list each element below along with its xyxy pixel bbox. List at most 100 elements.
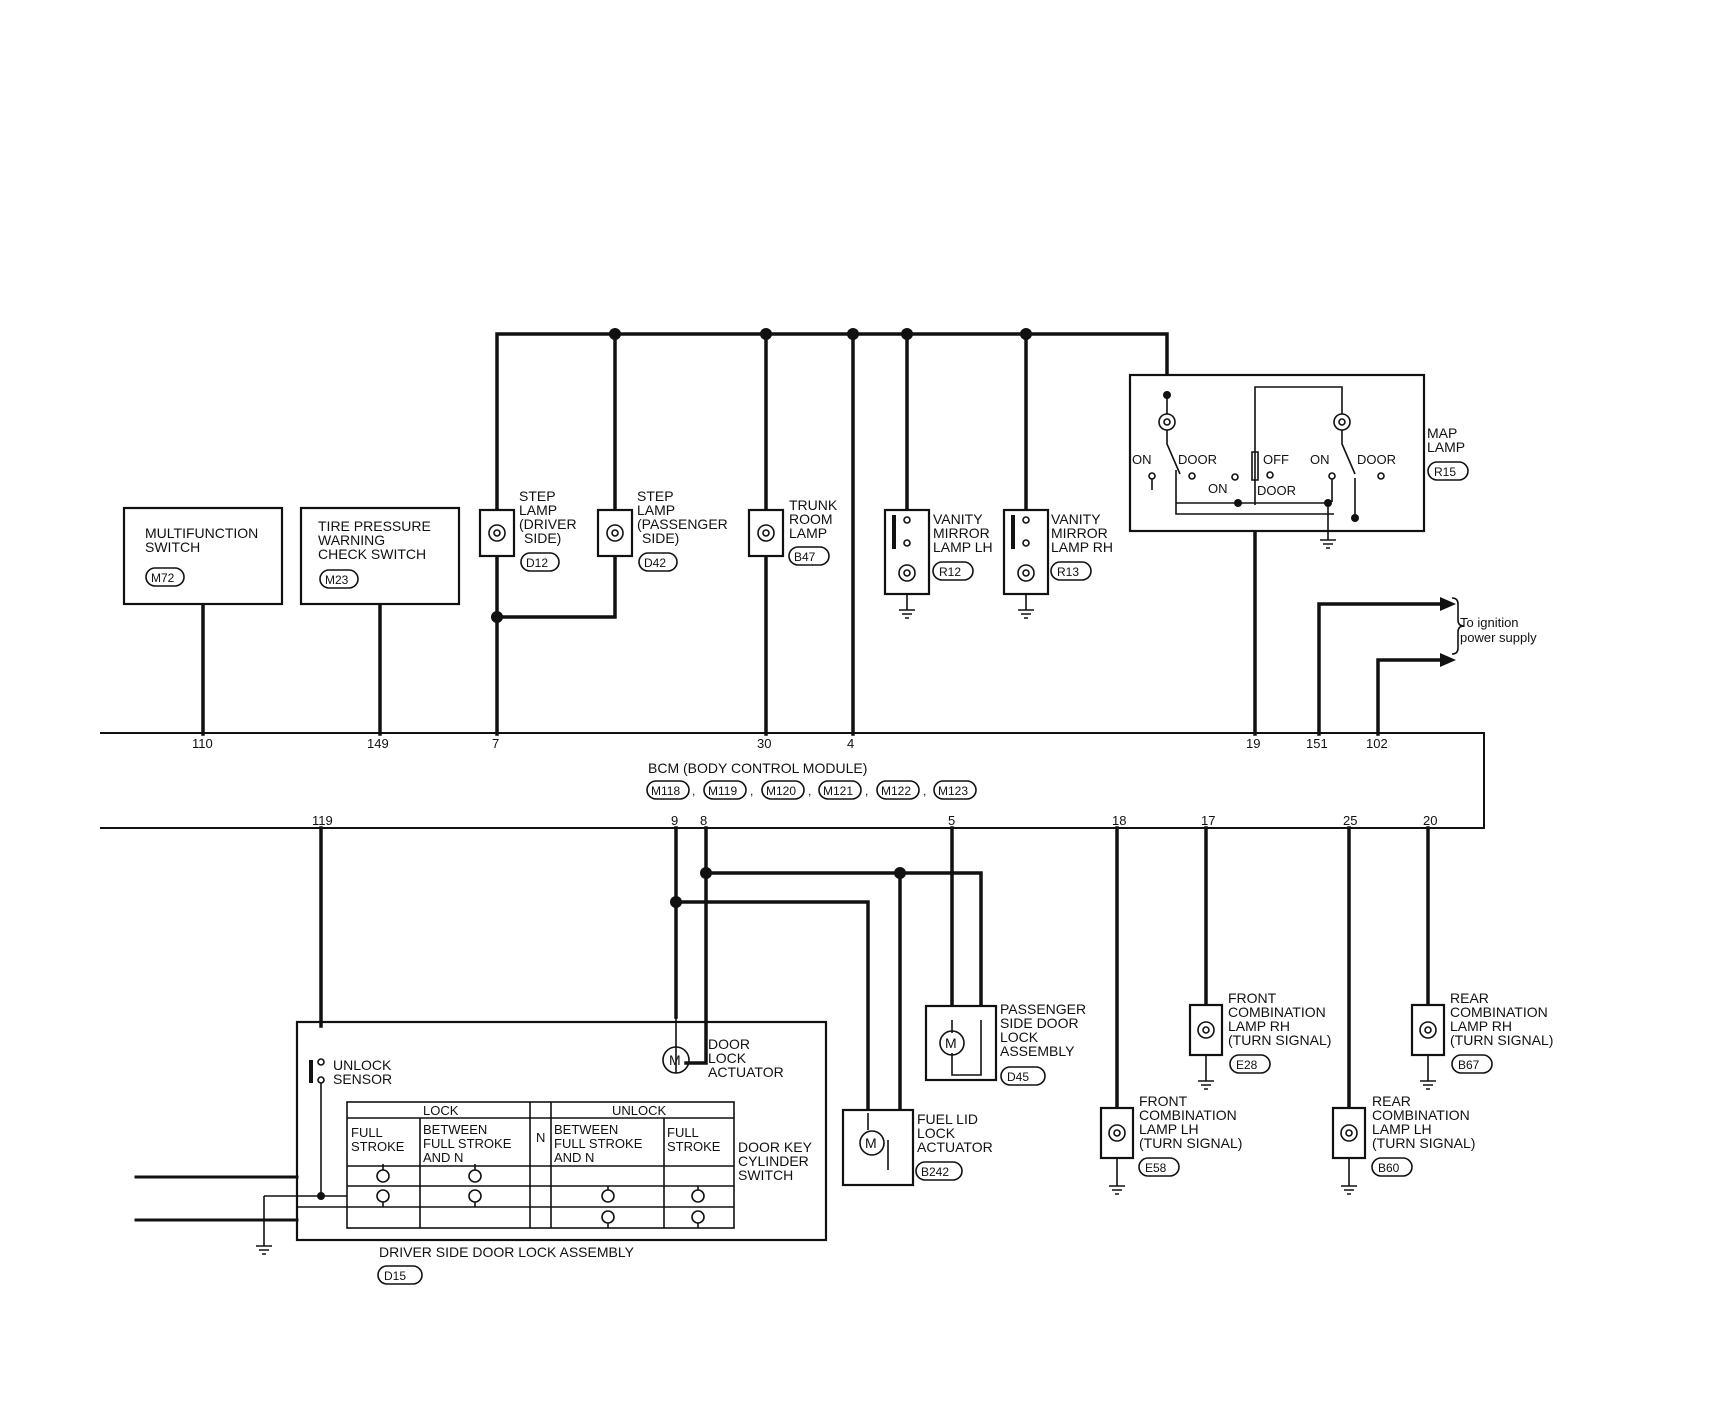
bcm-title: BCM (BODY CONTROL MODULE) <box>648 760 867 776</box>
svg-text:DOOR: DOOR <box>1357 452 1396 467</box>
svg-text:LAMP: LAMP <box>789 525 827 541</box>
svg-text:DOOR: DOOR <box>1178 452 1217 467</box>
svg-text:OFF: OFF <box>1263 452 1289 467</box>
svg-text:MULTIFUNCTION: MULTIFUNCTION <box>145 525 258 541</box>
svg-text:(TURN SIGNAL): (TURN SIGNAL) <box>1372 1135 1475 1151</box>
svg-text:LAMP RH: LAMP RH <box>1450 1018 1512 1034</box>
svg-text:VANITY: VANITY <box>1051 511 1101 527</box>
svg-text:SIDE DOOR: SIDE DOOR <box>1000 1015 1079 1031</box>
svg-text:ON: ON <box>1208 481 1228 496</box>
connector-e58: E58 <box>1145 1161 1167 1175</box>
rear-combination-lamp-lh: REAR COMBINATION LAMP LH (TURN SIGNAL) B… <box>1331 1093 1475 1195</box>
svg-text:DRIVER SIDE DOOR LOCK ASSEMBLY: DRIVER SIDE DOOR LOCK ASSEMBLY <box>379 1244 635 1260</box>
bcm-pin-9: 9 <box>671 813 678 828</box>
svg-text:FULL: FULL <box>351 1125 383 1140</box>
connector-b60: B60 <box>1378 1161 1400 1175</box>
svg-text:M: M <box>865 1135 877 1151</box>
svg-text:M: M <box>669 1052 681 1068</box>
bcm-pin-20: 20 <box>1423 813 1437 828</box>
tire-pressure-switch: TIRE PRESSURE WARNING CHECK SWITCH M23 <box>299 506 461 606</box>
svg-text:LAMP: LAMP <box>519 502 557 518</box>
svg-text:,: , <box>865 784 868 798</box>
svg-text:power supply: power supply <box>1460 630 1537 645</box>
svg-text:SENSOR: SENSOR <box>333 1071 392 1087</box>
svg-text:AND N: AND N <box>423 1150 463 1165</box>
svg-text:REAR: REAR <box>1450 990 1489 1006</box>
svg-text:TRUNK: TRUNK <box>789 497 838 513</box>
svg-text:AND N: AND N <box>554 1150 594 1165</box>
connector-b67: B67 <box>1458 1058 1480 1072</box>
connector-b47: B47 <box>794 550 816 564</box>
door-key-cylinder-switch-table: LOCK UNLOCK N FULL STROKE BETWEEN FULL S… <box>346 1101 813 1229</box>
svg-text:,: , <box>692 784 695 798</box>
connector-d12: D12 <box>526 556 548 570</box>
bcm-module: BCM (BODY CONTROL MODULE) M118 , M119 , … <box>100 732 1485 829</box>
connector-r15: R15 <box>1434 465 1456 479</box>
svg-text:To ignition: To ignition <box>1460 615 1519 630</box>
svg-text:DOOR: DOOR <box>708 1036 750 1052</box>
svg-text:LOCK: LOCK <box>708 1050 747 1066</box>
svg-text:N: N <box>536 1130 545 1145</box>
step-lamp-driver: STEP LAMP (DRIVER SIDE) D12 <box>478 488 577 572</box>
svg-text:LAMP: LAMP <box>637 502 675 518</box>
bottom-wiring <box>319 826 1430 1172</box>
svg-text:LAMP LH: LAMP LH <box>1372 1121 1432 1137</box>
front-combination-lamp-rh: FRONT COMBINATION LAMP RH (TURN SIGNAL) … <box>1188 990 1331 1090</box>
bcm-pin-149: 149 <box>367 736 389 751</box>
svg-text:BETWEEN: BETWEEN <box>554 1122 618 1137</box>
bcm-pin-25: 25 <box>1343 813 1357 828</box>
svg-text:COMBINATION: COMBINATION <box>1372 1107 1470 1123</box>
svg-text:ASSEMBLY: ASSEMBLY <box>1000 1043 1075 1059</box>
svg-text:FULL STROKE: FULL STROKE <box>423 1136 512 1151</box>
svg-text:LAMP LH: LAMP LH <box>1139 1121 1199 1137</box>
bcm-pin-19: 19 <box>1246 736 1260 751</box>
connector-m72: M72 <box>151 571 175 585</box>
svg-text:(TURN SIGNAL): (TURN SIGNAL) <box>1450 1032 1553 1048</box>
svg-text:FRONT: FRONT <box>1139 1093 1188 1109</box>
bcm-pin-102: 102 <box>1366 736 1388 751</box>
svg-text:CHECK SWITCH: CHECK SWITCH <box>318 546 426 562</box>
bcm-pin-18: 18 <box>1112 813 1126 828</box>
bcm-pin-30: 30 <box>757 736 771 751</box>
bcm-pin-8: 8 <box>700 813 707 828</box>
bcm-connector-m119: M119 <box>708 784 737 798</box>
bcm-pin-17: 17 <box>1201 813 1215 828</box>
bcm-connector-m118: M118 <box>651 784 680 798</box>
svg-text:SIDE): SIDE) <box>524 530 561 546</box>
fuel-lid-lock-actuator: M FUEL LID LOCK ACTUATOR B242 <box>841 1108 993 1187</box>
connector-d15: D15 <box>384 1269 406 1283</box>
connector-d42: D42 <box>644 556 666 570</box>
svg-text:BETWEEN: BETWEEN <box>423 1122 487 1137</box>
top-wiring <box>201 328 1456 736</box>
svg-text:ACTUATOR: ACTUATOR <box>708 1064 784 1080</box>
trunk-room-lamp: TRUNK ROOM LAMP B47 <box>747 497 838 566</box>
svg-text:STEP: STEP <box>637 488 674 504</box>
connector-e28: E28 <box>1236 1058 1258 1072</box>
svg-text:LOCK: LOCK <box>1000 1029 1039 1045</box>
step-lamp-passenger: STEP LAMP (PASSENGER SIDE) D42 <box>596 488 728 572</box>
connector-r12: R12 <box>939 565 961 579</box>
svg-text:(PASSENGER: (PASSENGER <box>637 516 728 532</box>
bcm-pin-119: 119 <box>312 813 333 828</box>
motor-symbol: M <box>945 1035 957 1051</box>
svg-text:LAMP: LAMP <box>1427 439 1465 455</box>
bcm-pin-110: 110 <box>192 736 213 751</box>
vanity-mirror-lamp-rh: VANITY MIRROR LAMP RH R13 <box>1002 508 1113 619</box>
svg-text:VANITY: VANITY <box>933 511 983 527</box>
svg-text:SWITCH: SWITCH <box>738 1167 793 1183</box>
svg-text:SIDE): SIDE) <box>642 530 679 546</box>
connector-r13: R13 <box>1057 565 1079 579</box>
svg-text:WARNING: WARNING <box>318 532 385 548</box>
svg-text:(DRIVER: (DRIVER <box>519 516 577 532</box>
svg-text:FUEL LID: FUEL LID <box>917 1111 978 1127</box>
connector-b242: B242 <box>921 1165 949 1179</box>
svg-text:,: , <box>923 784 926 798</box>
svg-text:FULL STROKE: FULL STROKE <box>554 1136 643 1151</box>
bcm-connector-m120: M120 <box>766 784 796 798</box>
bcm-connectors: M118 , M119 , M120 , M121 , M122 , M123 <box>646 780 977 800</box>
bcm-connector-m121: M121 <box>823 784 853 798</box>
svg-text:STROKE: STROKE <box>667 1139 721 1154</box>
svg-text:CYLINDER: CYLINDER <box>738 1153 809 1169</box>
svg-text:ON: ON <box>1310 452 1330 467</box>
svg-text:MIRROR: MIRROR <box>933 525 990 541</box>
